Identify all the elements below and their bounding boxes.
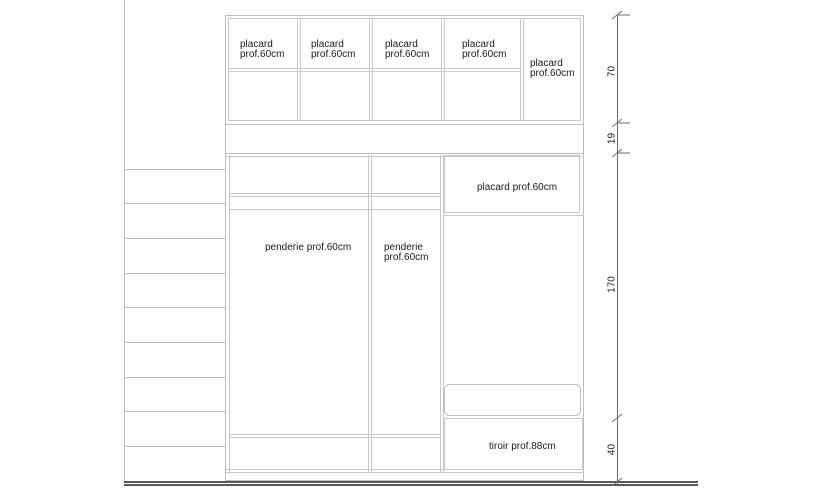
label-mid-right: placard prof.60cm — [477, 182, 558, 193]
label-penderie-left: penderie prof.60cm — [265, 242, 352, 253]
label-tiroir: tiroir prof.88cm — [489, 441, 556, 452]
band — [226, 153, 584, 157]
lower-section — [226, 155, 584, 473]
dimension-19: 19 — [606, 132, 618, 145]
dimension-40: 40 — [606, 443, 618, 456]
dimension-line — [611, 10, 630, 487]
upper-placards — [226, 18, 584, 125]
stair-steps — [124, 169, 226, 447]
cushion — [444, 384, 581, 416]
cabinet-frame — [225, 15, 584, 481]
dimension-70: 70 — [606, 65, 618, 78]
dimension-170: 170 — [606, 276, 618, 293]
drawer — [444, 418, 583, 470]
